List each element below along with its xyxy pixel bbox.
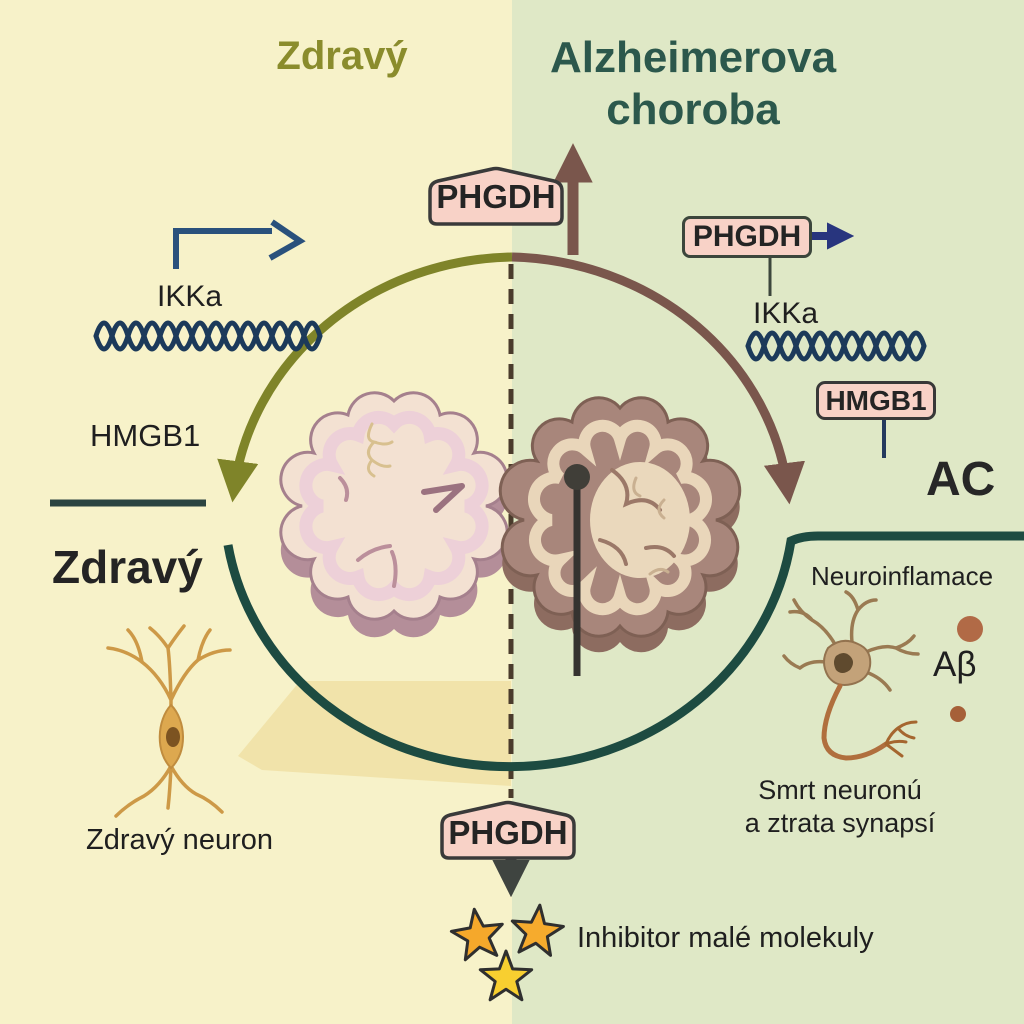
phgdh-bottom-label: PHGDH bbox=[448, 814, 568, 851]
healthy-panel-title: Zdravý bbox=[276, 34, 408, 78]
disease-arc bbox=[511, 252, 806, 505]
outcome-arc bbox=[223, 531, 1024, 772]
healthy-neuron-icon bbox=[106, 624, 232, 818]
dna-helix-icon-right bbox=[745, 330, 927, 362]
healthy-brain-illustration bbox=[279, 391, 509, 638]
amyloid-beta-label: Aβ bbox=[933, 645, 977, 684]
neuron-death-caption-line2: a ztrata synapsí bbox=[744, 808, 936, 838]
healthy-arc bbox=[217, 252, 513, 503]
alzheimer-title-line2: choroba bbox=[606, 85, 780, 134]
healthy-outcome-label: Zdravý bbox=[52, 541, 203, 593]
alzheimer-outcome-label: AC bbox=[926, 453, 996, 506]
dna-helix-icon-left bbox=[93, 320, 323, 352]
map-pin-marker bbox=[564, 464, 590, 676]
ikka-label-left: IKKa bbox=[157, 280, 223, 313]
inhibitor-label: Inhibitor malé molekuly bbox=[577, 922, 874, 954]
hmgb1-label-left: HMGB1 bbox=[90, 418, 201, 453]
alzheimer-title-line1: Alzheimerova bbox=[549, 33, 837, 82]
healthy-neuron-caption: Zdravý neuron bbox=[86, 824, 273, 856]
neuroinflammation-label: Neuroinflamace bbox=[811, 561, 994, 591]
brain-fiber-detail bbox=[367, 422, 394, 478]
phgdh-box-label: PHGDH bbox=[692, 220, 802, 253]
ikka-label-right: IKKa bbox=[753, 297, 819, 330]
phgdh-box-right: PHGDH bbox=[682, 216, 812, 258]
neuron-death-caption-line1: Smrt neuronú bbox=[758, 775, 922, 805]
hmgb1-box-right: HMGB1 bbox=[816, 381, 936, 420]
amyloid-plaque-dot-small bbox=[950, 706, 966, 722]
star-icon bbox=[507, 900, 567, 958]
amyloid-plaque-dot-large bbox=[957, 616, 983, 642]
alzheimer-brain-illustration bbox=[498, 396, 742, 676]
star-icon bbox=[478, 949, 534, 1002]
promoter-arrow-icon bbox=[173, 219, 306, 269]
alzheimer-panel-title: Alzheimerova choroba bbox=[543, 32, 843, 136]
hmgb1-box-label: HMGB1 bbox=[825, 384, 927, 416]
star-icon bbox=[447, 904, 508, 963]
phgdh-top-label: PHGDH bbox=[436, 178, 556, 215]
dying-neuron-icon bbox=[782, 590, 920, 761]
neuron-death-caption: Smrt neuronú a ztrata synapsí bbox=[730, 774, 950, 840]
